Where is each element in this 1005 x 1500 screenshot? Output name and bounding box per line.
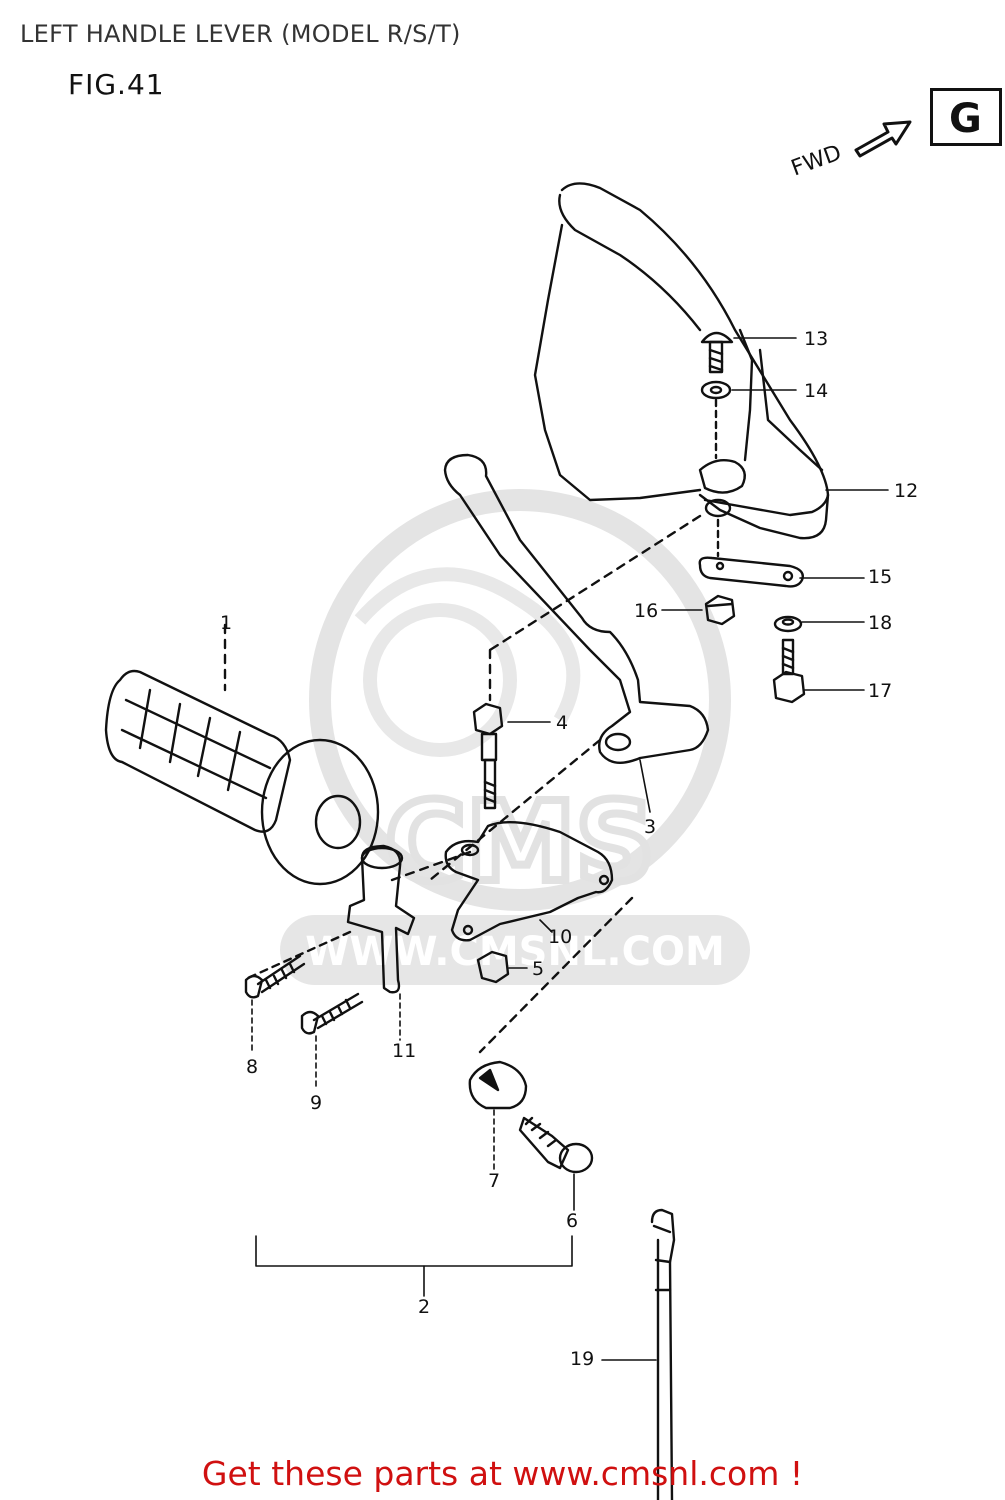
- callout-9: 9: [310, 1092, 323, 1114]
- callout-10: 10: [548, 926, 573, 948]
- assembly-line: [478, 896, 634, 1054]
- nut-part-5: [476, 950, 510, 984]
- adjuster-part-7: [468, 1060, 528, 1110]
- cable-tie-part-19: [650, 1208, 676, 1500]
- screw-part-9: [300, 992, 364, 1035]
- callout-16: 16: [634, 600, 659, 622]
- cms-watermark: WWW.CMSNL.COM CMS: [280, 489, 750, 985]
- callout-13: 13: [804, 328, 829, 350]
- callout-1: 1: [220, 612, 233, 634]
- assembly-line: [246, 930, 352, 980]
- figure-label: FIG.41: [68, 68, 165, 101]
- get-parts-link[interactable]: Get these parts at www.cmsnl.com !: [201, 1454, 804, 1493]
- page-title: LEFT HANDLE LEVER (MODEL R/S/T): [20, 20, 461, 48]
- washer-part-18: [773, 615, 803, 633]
- clamp-part-10: [444, 821, 614, 942]
- clutch-lever-part-3: [443, 453, 710, 764]
- callout-7: 7: [488, 1170, 501, 1192]
- callout-4: 4: [556, 712, 569, 734]
- section-badge: G: [930, 88, 1002, 146]
- callout-18: 18: [868, 612, 893, 634]
- watermark-logo-text: CMS: [385, 778, 654, 906]
- hand-guard-part-12: [533, 182, 830, 540]
- assembly-line: [428, 738, 602, 882]
- callout-6: 6: [566, 1210, 579, 1232]
- forward-arrow-icon: [854, 120, 912, 158]
- bolt-part-17: [772, 638, 806, 704]
- lever-perch-part-11: [346, 844, 416, 994]
- nut-part-16: [704, 594, 736, 626]
- callout-5: 5: [532, 958, 545, 980]
- assembly-line: [390, 850, 472, 882]
- callout-12: 12: [894, 480, 919, 502]
- callout-11: 11: [392, 1040, 417, 1062]
- washer-part-14: [700, 380, 732, 400]
- grip-part-1: [104, 669, 380, 886]
- callout-19: 19: [570, 1348, 595, 1370]
- leader-lines: [251, 337, 889, 1361]
- assembly-line: [488, 514, 702, 652]
- callout-14: 14: [804, 380, 829, 402]
- screw-part-13: [700, 331, 734, 374]
- callout-8: 8: [246, 1056, 259, 1078]
- callout-17: 17: [868, 680, 893, 702]
- plate-part-15: [698, 556, 804, 588]
- callout-2: 2: [418, 1296, 431, 1318]
- adjuster-bolt-part-6: [518, 1116, 594, 1174]
- callout-15: 15: [868, 566, 893, 588]
- pivot-bolt-part-4: [472, 702, 504, 810]
- callout-3: 3: [644, 816, 657, 838]
